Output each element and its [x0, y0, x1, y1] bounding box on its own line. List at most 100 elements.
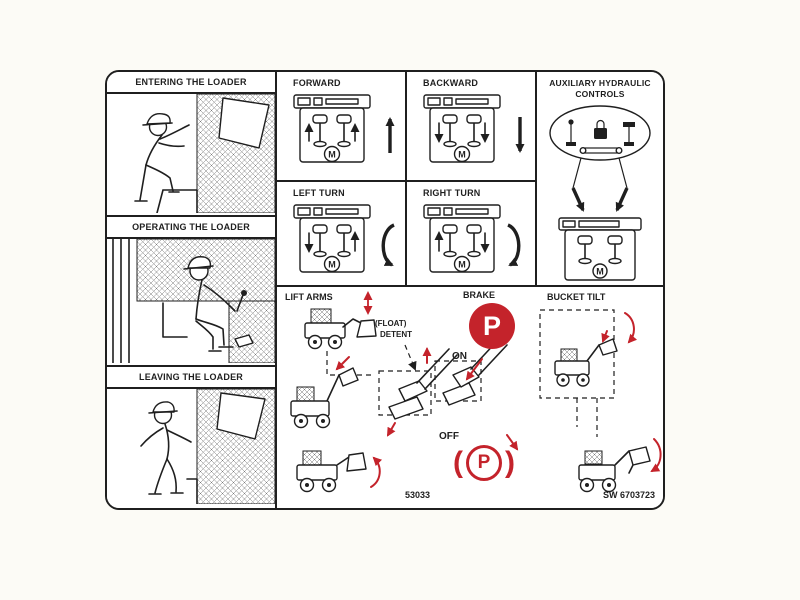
callout-path	[576, 398, 598, 437]
detent-label: DETENT	[380, 330, 412, 339]
cab-screen-hatch	[136, 239, 275, 302]
motor-symbol	[453, 255, 471, 273]
brake-off-label: OFF	[439, 431, 459, 442]
control-console-icon: M	[423, 204, 501, 273]
park-letter: P	[482, 311, 501, 341]
motor-symbol	[323, 255, 341, 273]
cab-bars	[112, 239, 130, 363]
pedal-toe-arrow	[386, 422, 396, 437]
panel-lift-brake-bucket: LIFT ARMS BRAKE BUCKET TILT (FLOAT) DETE…	[277, 287, 663, 508]
bucket-tilt-title: BUCKET TILT	[547, 292, 606, 302]
hard-hat-icon	[152, 401, 175, 413]
detent-pointer	[404, 344, 417, 371]
loader-door	[218, 97, 270, 149]
entering-illustration	[134, 94, 275, 213]
left-turn-arrow	[381, 223, 395, 267]
backward-controls-diagram: M	[423, 94, 525, 163]
bottom-operations-art	[290, 291, 662, 493]
aux-handle-icon	[623, 122, 635, 127]
right-turn-controls-diagram: M	[423, 204, 521, 273]
aux-leader-lines	[572, 157, 628, 189]
cab-screen-hatch	[228, 300, 275, 363]
lock-shackle	[596, 119, 605, 129]
svg-text:M: M	[458, 150, 466, 160]
control-lever-knob	[241, 290, 247, 296]
motor-symbol	[592, 263, 608, 279]
right-turn-title: RIGHT TURN	[423, 188, 481, 198]
part-number: 53033	[405, 490, 431, 500]
operating-illustration	[112, 239, 275, 363]
loader-step	[186, 478, 198, 504]
lift-arms-title: LIFT ARMS	[285, 292, 333, 302]
panel-right-turn: RIGHT TURN M	[407, 182, 537, 287]
foot-pedal	[234, 334, 254, 348]
right-turn-arrow	[507, 223, 521, 267]
aux-hydraulic-symbols	[566, 119, 635, 155]
entering-title: ENTERING THE LOADER	[107, 72, 275, 94]
panel-operating-the-loader: OPERATING THE LOADER	[107, 217, 277, 367]
operator-leaving-figure	[140, 401, 192, 495]
forward-title: FORWARD	[293, 78, 341, 88]
loader-bucket-low-icon	[296, 450, 367, 493]
paren-open: (	[453, 446, 463, 479]
control-console-icon: M	[558, 217, 642, 281]
loader-instruction-decal: ENTERING THE LOADER OPERATING THE LOAD	[105, 70, 665, 510]
motor-symbol	[323, 145, 341, 163]
control-console-icon: M	[423, 94, 501, 163]
aux-left-arrow	[571, 187, 585, 212]
leaving-illustration	[140, 389, 275, 504]
park-letter: P	[477, 452, 491, 473]
panel-leaving-the-loader: LEAVING THE LOADER	[107, 367, 277, 508]
operator-entering-figure	[134, 113, 190, 202]
bucket-dump-arrow	[650, 438, 662, 473]
svg-text:M: M	[596, 267, 604, 277]
operator-seated-figure	[183, 256, 247, 352]
loader-door	[216, 392, 266, 440]
panel-backward: BACKWARD M	[407, 72, 537, 182]
float-label: (FLOAT)	[375, 319, 407, 328]
sw-part-number: SW 6703723	[602, 490, 655, 500]
aux-right-arrow	[615, 187, 629, 212]
aux-title-line2: CONTROLS	[575, 89, 625, 99]
forward-controls-diagram: M	[293, 94, 395, 163]
loader-arms-raised-icon	[290, 367, 359, 429]
loader-step	[156, 189, 198, 213]
callout-path	[326, 351, 375, 376]
svg-text:M: M	[458, 260, 466, 270]
bucket-small-arrow	[601, 330, 610, 343]
hard-hat-icon	[187, 256, 212, 269]
control-console-icon: M	[293, 94, 371, 163]
aux-hydraulic-diagram: M	[549, 105, 651, 281]
panel-auxiliary-hydraulic-controls: AUXILIARY HYDRAULIC CONTROLS	[537, 72, 663, 287]
lower-arms-arrow	[335, 356, 350, 371]
panel-forward: FORWARD M	[277, 72, 407, 182]
brake-title: BRAKE	[463, 290, 496, 300]
loader-bucket-rollback-icon	[554, 338, 618, 387]
bucket-rollback-arrow	[624, 312, 638, 344]
panel-entering-the-loader: ENTERING THE LOADER	[107, 72, 277, 217]
panel-left-turn: LEFT TURN M	[277, 182, 407, 287]
brake-release-arrow	[506, 434, 519, 451]
park-ring: P	[466, 445, 502, 481]
loader-lift-arms-icon	[304, 308, 377, 350]
left-turn-title: LEFT TURN	[293, 188, 345, 198]
brake-off-symbol: ( P )	[453, 445, 515, 481]
aux-title-line1: AUXILIARY HYDRAULIC	[549, 78, 651, 88]
seat	[162, 302, 188, 338]
brake-apply-arrow	[465, 358, 483, 381]
paren-close: )	[505, 446, 515, 479]
foot-pedals-illustration	[388, 338, 508, 420]
leaving-title: LEAVING THE LOADER	[107, 367, 275, 389]
raise-arms-arrow	[370, 456, 383, 488]
loader-bucket-dump-icon	[578, 446, 651, 493]
backward-title: BACKWARD	[423, 78, 479, 88]
operating-title: OPERATING THE LOADER	[107, 217, 275, 239]
control-console-icon: M	[293, 204, 371, 273]
lock-icon	[594, 128, 607, 139]
svg-text:M: M	[328, 150, 336, 160]
hard-hat-icon	[146, 113, 171, 125]
brake-on-symbol: P	[469, 303, 515, 349]
left-turn-controls-diagram: M	[293, 204, 395, 273]
svg-text:M: M	[328, 260, 336, 270]
motor-symbol	[453, 145, 471, 163]
